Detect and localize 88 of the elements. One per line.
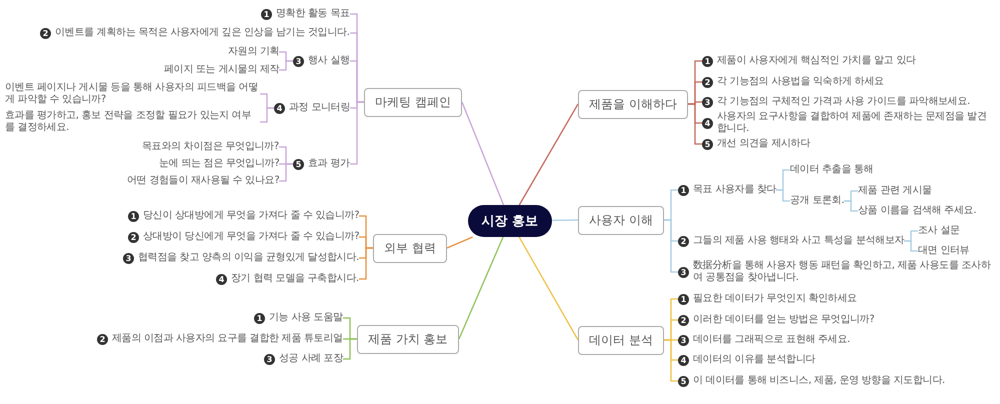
topic-text: 명확한 활동 목표 xyxy=(276,8,350,20)
topic-text: 과정 모니터링 xyxy=(289,102,350,114)
connector-line xyxy=(279,60,293,71)
connector-line xyxy=(446,236,473,249)
topic-text: 눈에 띄는 점은 무엇입니까? xyxy=(159,158,280,170)
connector-line xyxy=(359,247,373,280)
topic-text: 당신이 상대방에게 무엇을 가져다 줄 수 있습니까? xyxy=(143,210,360,222)
topic-text: 대면 인터뷰 xyxy=(918,245,970,257)
connector-line xyxy=(343,338,357,360)
topic-text: 효과를 평가하고, 홍보 전략을 조정할 필요가 있는지 여부를 결정하세요. xyxy=(5,110,252,134)
number-badge: 2 xyxy=(40,28,51,38)
number-badge: 2 xyxy=(702,76,713,88)
connector-line xyxy=(552,219,578,222)
number-badge: 4 xyxy=(216,274,227,284)
topic-text: 필요한 데이터가 무엇인지 확인하세요 xyxy=(693,293,857,305)
number-badge: 1 xyxy=(254,312,265,324)
topic-text: 공개 토론회. xyxy=(790,195,844,207)
connector-line xyxy=(350,101,364,165)
topic-text: 상대방이 당신에게 무엇을 가져다 줄 수 있습니까? xyxy=(143,231,360,243)
central-topic: 시장 홍보 xyxy=(468,205,552,237)
topic-text: 데이터 추출을 통해 xyxy=(790,164,874,176)
connector-line xyxy=(904,240,918,252)
topic-text: 상품 이름을 검색해 주세요. xyxy=(858,205,976,217)
topic-text: 어떤 경험들이 재사용될 수 있나요? xyxy=(127,175,280,187)
connector-line xyxy=(260,107,274,123)
topic-text: 제품의 이점과 사용자의 요구를 결합한 제품 튜토리얼 xyxy=(112,333,343,345)
number-badge: 1 xyxy=(678,184,689,196)
number-badge: 3 xyxy=(678,334,689,346)
connector-line xyxy=(458,236,504,340)
number-badge: 5 xyxy=(293,158,304,170)
connector-line xyxy=(844,200,858,212)
connector-line xyxy=(518,236,579,340)
branch-topic-box: 제품 가치 홍보 xyxy=(357,324,459,354)
number-badge: 3 xyxy=(264,354,275,364)
topic-text: 목표와의 차이점은 무엇입니까? xyxy=(142,141,279,153)
number-badge: 4 xyxy=(702,118,713,128)
number-badge: 1 xyxy=(128,210,139,222)
topic-text: 개선 의견을 제시하다 xyxy=(717,138,810,150)
branch-topic-box: 사용자 이해 xyxy=(578,206,664,234)
number-badge: 3 xyxy=(123,252,134,264)
topic-text: 이 데이터를 통해 비즈니스, 제품, 운영 방향을 지도합니다. xyxy=(693,375,945,387)
topic-text: 각 기능점의 사용법을 익숙하게 하세요 xyxy=(717,76,884,88)
topic-text: 페이지 또는 게시물의 제작 xyxy=(164,64,280,76)
number-badge: 2 xyxy=(678,236,689,246)
topic-text: 기능 사용 도움말 xyxy=(269,312,343,324)
number-badge: 2 xyxy=(678,314,689,326)
topic-text: 이벤트를 계획하는 목적은 사용자에게 깊은 인상을 남기는 것입니다. xyxy=(55,27,350,39)
topic-text: 데이터의 이유를 분석합니다 xyxy=(693,354,816,366)
number-badge: 5 xyxy=(702,138,713,150)
number-badge: 1 xyxy=(261,8,272,20)
connector-line xyxy=(518,104,579,206)
topic-text: 장기 협력 모델을 구축합시다. xyxy=(231,273,359,285)
branch-topic-box: 마케팅 캠페인 xyxy=(364,88,462,116)
topic-text: 조사 설문 xyxy=(918,225,960,237)
topic-text: 효과 평가 xyxy=(308,158,350,170)
topic-text: 이러한 데이터를 얻는 방법은 무엇입니까? xyxy=(693,314,874,326)
topic-text: 제품이 사용자에게 핵심적인 가치를 알고 있다 xyxy=(717,55,916,67)
connector-line xyxy=(279,163,293,182)
connector-line xyxy=(776,189,790,202)
number-badge: 2 xyxy=(97,334,108,344)
number-badge: 4 xyxy=(678,354,689,366)
connector-line xyxy=(664,219,678,273)
topic-text: 목표 사용자를 찾다 xyxy=(693,184,776,196)
topic-text: 협력점을 찾고 양측의 이익을 균형있게 달성합시다. xyxy=(138,252,359,264)
topic-text: 자원의 기획 xyxy=(228,46,280,58)
connector-line xyxy=(664,339,678,382)
branch-topic-box: 외부 협력 xyxy=(373,234,447,262)
number-badge: 2 xyxy=(128,232,139,242)
number-badge: 1 xyxy=(678,294,689,304)
number-badge: 4 xyxy=(274,102,285,114)
branch-topic-box: 데이터 분석 xyxy=(578,326,664,354)
number-badge: 3 xyxy=(293,56,304,66)
connector-line xyxy=(688,103,702,145)
topic-text: 그들의 제품 사용 행태와 사고 특성을 분석해보자 xyxy=(693,235,904,247)
number-badge: 1 xyxy=(702,56,713,66)
topic-text: 성공 사례 포장 xyxy=(279,353,343,365)
topic-text: 사용자의 요구사항을 결합하여 제품에 존재하는 문제점을 발견합니다. xyxy=(717,111,988,135)
topic-text: 数据分析을 통해 사용자 행동 패턴을 확인하고, 제품 사용도를 조사하여 공통점을 찾아냅니다. xyxy=(693,260,992,284)
number-badge: 3 xyxy=(702,96,713,108)
number-badge: 3 xyxy=(678,266,689,278)
number-badge: 5 xyxy=(678,376,689,386)
branch-topic-box: 제품을 이해하다 xyxy=(578,90,688,118)
topic-text: 이벤트 페이지나 게시물 등을 통해 사용자의 피드백을 어떻게 파악할 수 있습니까? xyxy=(5,82,259,106)
topic-text: 각 기능점의 구체적인 가격과 사용 가이드를 파악해보세요. xyxy=(717,96,970,108)
topic-text: 데이터를 그래픽으로 표현해 주세요. xyxy=(693,334,850,346)
topic-text: 행사 실행 xyxy=(308,55,350,67)
connector-line xyxy=(461,102,504,206)
topic-text: 제품 관련 게시물 xyxy=(858,185,932,197)
